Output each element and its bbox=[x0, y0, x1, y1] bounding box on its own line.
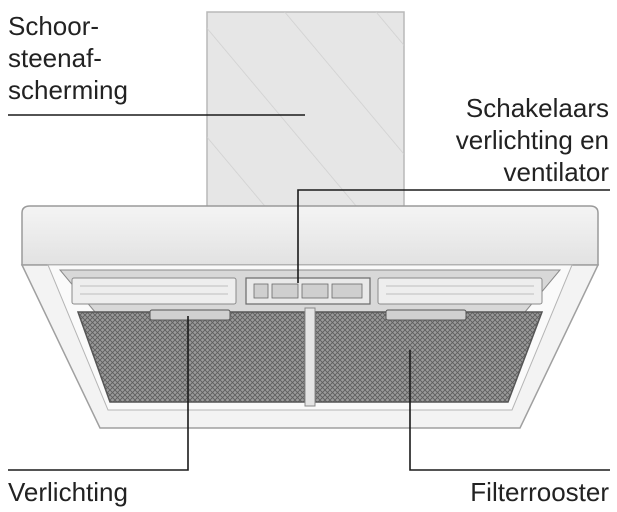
label-chimney-line-2: steenaf- bbox=[8, 43, 102, 73]
grease-filters bbox=[76, 307, 544, 407]
label-chimney-line-3: scherming bbox=[8, 75, 128, 105]
chimney-cover bbox=[206, 11, 405, 213]
leader-lines bbox=[8, 114, 610, 471]
label-switches-line-2: verlichting en bbox=[455, 125, 609, 155]
label-filter: Filterrooster bbox=[470, 477, 609, 507]
label-chimney: Schoor- steenaf- scherming bbox=[8, 10, 128, 106]
leader-switches bbox=[297, 189, 610, 283]
label-switches-line-1: Schakelaars bbox=[465, 93, 609, 123]
label-switches: Schakelaars verlichting en ventilator bbox=[456, 92, 609, 188]
label-chimney-line-1: Schoor- bbox=[8, 11, 100, 41]
label-switches-line-3: ventilator bbox=[503, 157, 610, 187]
leader-filter bbox=[409, 350, 610, 471]
leader-lighting bbox=[8, 316, 189, 471]
label-lighting: Verlichting bbox=[8, 477, 128, 507]
switch-panel bbox=[245, 277, 371, 305]
